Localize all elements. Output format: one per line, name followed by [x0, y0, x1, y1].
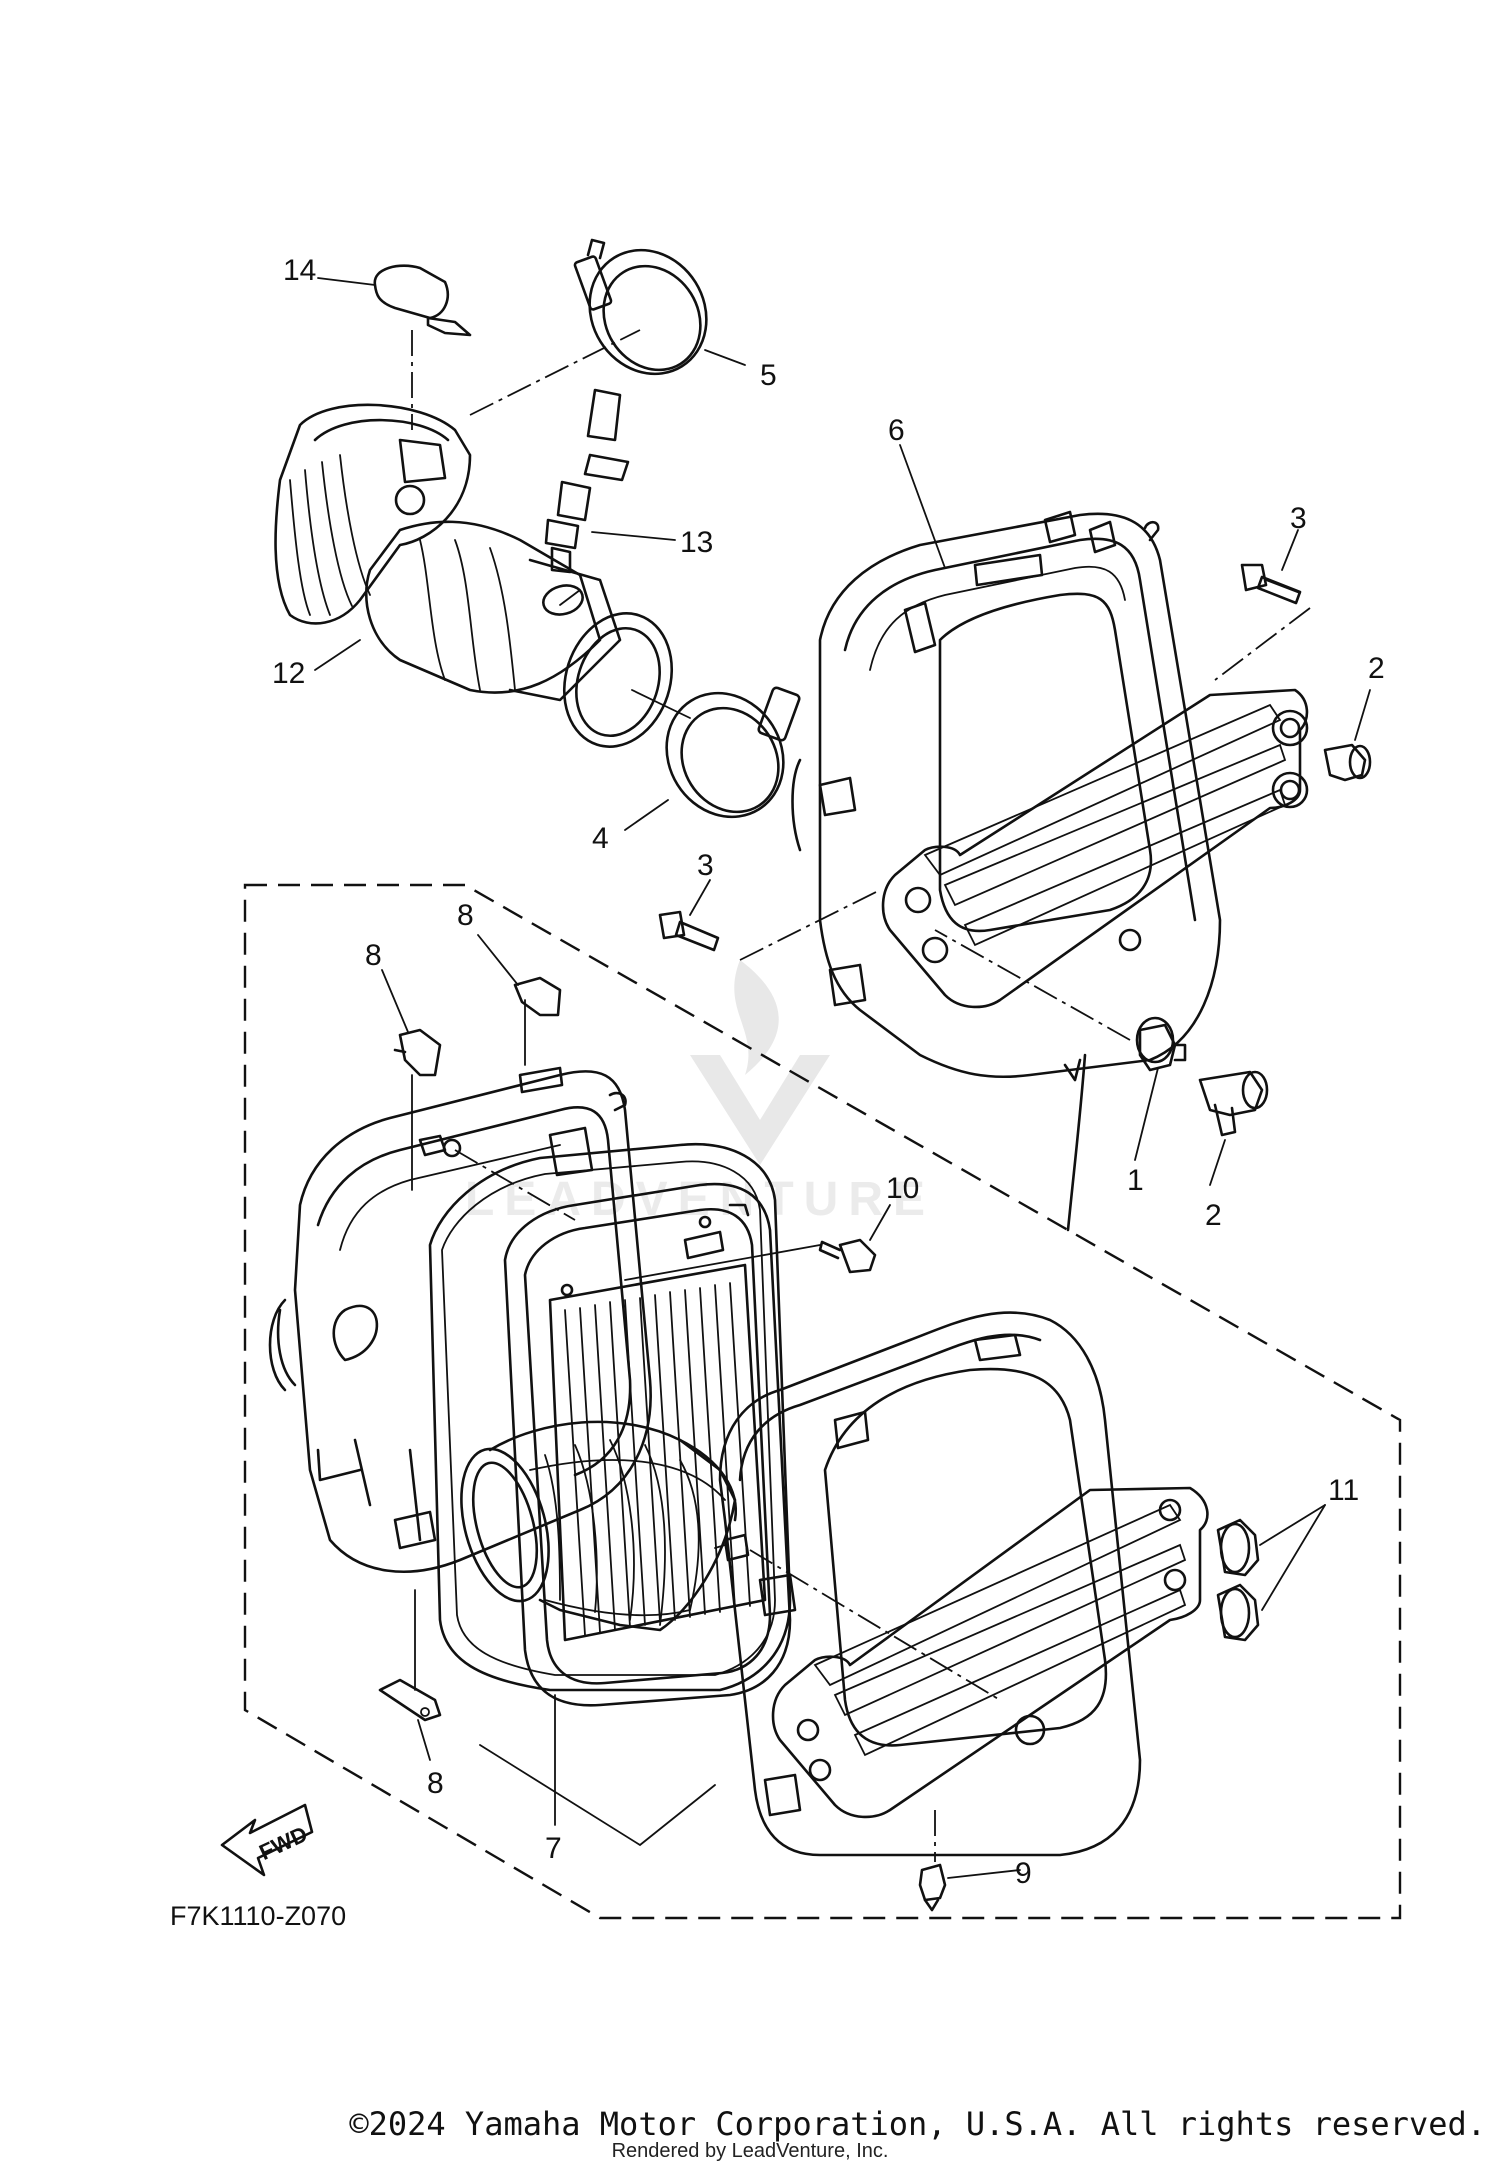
air-cleaner-case-part-6	[791, 510, 1309, 1232]
bolt-part-3-lower	[658, 889, 881, 961]
intake-joint-part-12	[274, 403, 674, 748]
bolt-part-3-upper	[1214, 563, 1311, 681]
callout-2-upper: 2	[1368, 652, 1385, 685]
callout-8-bottom: 8	[427, 1767, 444, 1800]
screw-part-10	[624, 1238, 877, 1281]
grommet-part-11	[1216, 1518, 1260, 1642]
grommet-part-1	[934, 929, 1187, 1072]
callout-14: 14	[283, 254, 316, 287]
hose-clamp-part-4	[631, 686, 801, 819]
callout-5: 5	[760, 359, 777, 392]
callout-3-upper: 3	[1290, 502, 1307, 535]
watermark-logo	[690, 960, 830, 1165]
hose-clamp-part-5	[469, 238, 708, 416]
callout-10: 10	[886, 1172, 919, 1205]
callout-3-lower: 3	[697, 849, 714, 882]
callout-8-upper-left: 8	[365, 939, 382, 972]
callout-11: 11	[1328, 1474, 1359, 1507]
clip-part-8-bottom	[378, 1589, 442, 1722]
cap-part-2-upper	[1323, 743, 1372, 782]
fwd-label: FWD	[255, 1821, 311, 1865]
cable-tie-part-14	[373, 264, 472, 430]
exploded-view-boundary	[243, 883, 1402, 1920]
nipple-fitting-part-13	[544, 388, 630, 574]
diagram-code: F7K1110-Z070	[170, 1901, 346, 1931]
clip-part-8-left	[393, 1028, 442, 1191]
copyright-notice: ©2024 Yamaha Motor Corporation, U.S.A. A…	[349, 2105, 1486, 2143]
watermark-text: LEADVENTURE	[465, 1173, 935, 1226]
callout-12: 12	[272, 657, 305, 690]
callout-6: 6	[888, 414, 905, 447]
callout-9: 9	[1015, 1857, 1032, 1890]
clip-part-8-right	[513, 976, 562, 1066]
air-cleaner-case-lower-half	[714, 1311, 1209, 1857]
callout-7: 7	[545, 1832, 562, 1865]
callout-13: 13	[680, 526, 713, 559]
callout-4: 4	[592, 822, 609, 855]
intake-funnel	[460, 1420, 738, 1632]
drain-part-9	[918, 1810, 947, 1912]
callout-1: 1	[1127, 1164, 1144, 1197]
callout-8-upper-right: 8	[457, 899, 474, 932]
callout-numbers: 14 5 13 12 4 6 3 2 3 1 2 8 8 8 10 11 7 9	[272, 254, 1385, 1890]
cap-part-2-lower	[1198, 1070, 1269, 1137]
callout-2-lower: 2	[1205, 1199, 1222, 1232]
air-cleaner-case-inner-half	[268, 1066, 652, 1573]
rendered-by-notice: Rendered by LeadVenture, Inc.	[611, 2140, 889, 2162]
callout-leaders	[314, 277, 1371, 1879]
forward-direction-arrow: FWD	[220, 1803, 314, 1877]
